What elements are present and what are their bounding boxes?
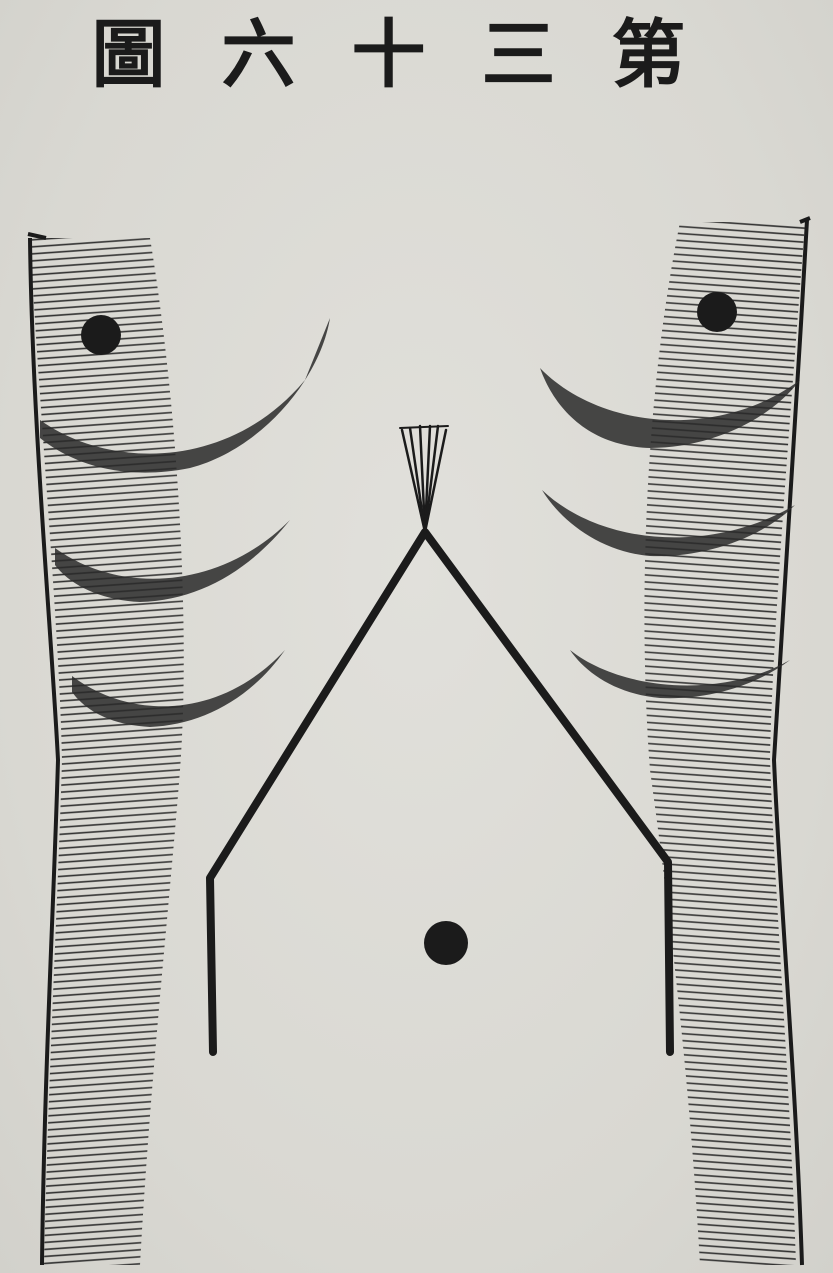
right-flank-shading — [644, 222, 805, 1265]
right-nipple — [697, 292, 737, 332]
left-flank-shading — [30, 238, 184, 1265]
left-nipple — [81, 315, 121, 355]
navel — [424, 921, 468, 965]
